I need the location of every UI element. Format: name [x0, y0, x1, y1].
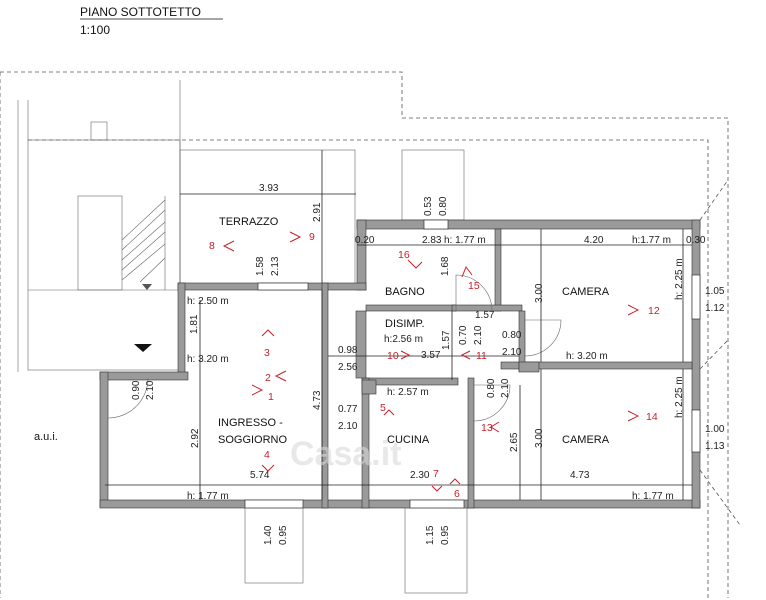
dim-right-window2-h: 1.13	[705, 441, 725, 452]
height-cucina: h: 2.57 m	[387, 387, 429, 398]
dim-opening-h: 2.56	[338, 362, 358, 373]
dim-camera-bottom-height: 3.00	[534, 428, 545, 448]
dim-right-window1-h: 1.12	[705, 303, 725, 314]
dim-bottom-window1-w: 1.40	[263, 525, 274, 545]
height-camera-top-right: h: 2.25 m	[674, 258, 685, 300]
marker-4: 4	[264, 449, 270, 461]
marker-12: 12	[648, 305, 660, 317]
dim-bagno-width: 2.83	[422, 235, 442, 246]
height-ingresso-top: h: 2.50 m	[187, 296, 229, 307]
dim-cucina-width: 2.30	[410, 470, 430, 481]
dim-wall-left: 0.20	[355, 235, 375, 246]
room-cucina: CUCINA	[387, 434, 430, 446]
height-disimp: h:2.56 m	[384, 334, 423, 345]
right-diagonals	[699, 179, 741, 526]
entry-marker-icon	[134, 344, 152, 352]
dim-disimp-door-w: 0.70	[458, 325, 469, 345]
dim-disimp-door-h: 2.10	[473, 325, 484, 345]
top-window	[423, 219, 449, 230]
dim-terrazzo-height: 2.91	[312, 202, 323, 222]
dim-ingresso-left: 1.81	[189, 314, 200, 334]
dim-bagno-door: 1.57	[475, 310, 495, 321]
dim-kitchen-opening-w: 0.77	[338, 404, 358, 415]
room-ingresso-line1: INGRESSO -	[218, 417, 283, 429]
marker-1: 1	[268, 391, 274, 403]
room-aui: a.u.i.	[34, 431, 58, 443]
dim-ingresso-left2: 2.92	[190, 428, 201, 448]
camera-bottom-window	[691, 409, 701, 453]
marker-7: 7	[433, 468, 439, 480]
room-bagno: BAGNO	[385, 286, 425, 298]
room-disimp: DISIMP.	[385, 318, 425, 330]
cucina-bottom-window	[409, 499, 465, 509]
dim-kitchen-opening-h: 2.10	[338, 421, 358, 432]
dim-ingresso-height: 4.73	[312, 390, 323, 410]
plan-title: PIANO SOTTOTETTO	[80, 5, 201, 19]
plan-scale: 1:100	[80, 23, 110, 37]
dim-camera-door-h: 2.10	[502, 347, 522, 358]
marker-2: 2	[265, 372, 271, 384]
height-bottom-right: h: 1.77 m	[632, 491, 674, 502]
dim-cucina-door-h: 2.10	[500, 378, 511, 398]
walls	[99, 219, 701, 509]
dim-cucina-door-w: 0.80	[486, 378, 497, 398]
dimension-lines	[105, 229, 692, 500]
height-camera-top-left: h:1.77 m	[632, 235, 671, 246]
marker-8: 8	[209, 240, 215, 252]
camera-top-window	[691, 274, 701, 320]
height-camera-bottom-right: h: 2.25 m	[674, 376, 685, 418]
marker-10: 10	[387, 350, 399, 362]
dim-terrazzo-window-w: 1.58	[255, 256, 266, 276]
marker-13: 13	[481, 422, 493, 434]
dim-disimp-h2: 1.57	[441, 330, 452, 350]
marker-11: 11	[476, 350, 487, 362]
dim-terrazzo-window-h: 2.13	[270, 256, 281, 276]
dim-right-window1-w: 1.05	[705, 286, 725, 297]
dim-camera-top-height: 3.00	[534, 283, 545, 303]
dim-opening-w: 0.98	[338, 345, 358, 356]
room-camera-bottom: CAMERA	[562, 434, 610, 446]
marker-14: 14	[646, 411, 658, 423]
height-bagno: h: 1.77 m	[444, 235, 486, 246]
dim-bottom-window1-h: 0.95	[278, 525, 289, 545]
marker-15: 15	[468, 280, 480, 292]
dim-cucina-height: 2.65	[509, 432, 520, 452]
dim-disimp-width: 3.57	[421, 350, 441, 361]
dim-bottom-window2-h: 0.95	[440, 525, 451, 545]
door-swings	[107, 274, 562, 422]
marker-3: 3	[264, 347, 270, 359]
dim-camera-bottom-width: 4.73	[570, 470, 590, 481]
dim-entrance-door-h: 2.10	[145, 380, 156, 400]
dim-top-window-w: 0.53	[423, 196, 434, 216]
dim-entrance-door-w: 0.90	[131, 380, 142, 400]
marker-6: 6	[454, 488, 460, 500]
soggiorno-bottom-window	[244, 499, 304, 509]
height-camera-top-ridge: h: 3.20 m	[566, 351, 608, 362]
dim-right-window2-w: 1.00	[705, 424, 725, 435]
photo-markers: 1 2 3 4 5 6 7 8 9 10 11 12 13 14 15 16	[209, 231, 660, 500]
dim-bagno-height: 1.68	[440, 256, 451, 276]
marker-9: 9	[309, 231, 315, 243]
marker-5: 5	[380, 402, 386, 414]
height-bottom-left: h: 1.77 m	[187, 491, 229, 502]
marker-16: 16	[398, 249, 410, 261]
height-ingresso-mid: h: 3.20 m	[187, 354, 229, 365]
watermark-logo: Casa.it	[290, 435, 402, 473]
dim-bottom-window2-w: 1.15	[425, 525, 436, 545]
dim-terrazzo-width: 3.93	[259, 183, 279, 194]
dim-ingresso-width: 5.74	[250, 470, 270, 481]
dim-camera-top-width: 4.20	[584, 235, 604, 246]
stairwell	[17, 80, 181, 372]
room-terrazzo: TERRAZZO	[219, 216, 279, 228]
roof-outline	[0, 71, 729, 598]
dim-top-window-h: 0.80	[438, 196, 449, 216]
room-camera-top: CAMERA	[562, 286, 610, 298]
dim-camera-door-w: 0.80	[502, 330, 522, 341]
windows	[244, 219, 701, 594]
terrazzo-window	[257, 282, 309, 291]
dim-wall-right: 0.30	[686, 235, 706, 246]
room-ingresso-line2: SOGGIORNO	[218, 434, 288, 446]
